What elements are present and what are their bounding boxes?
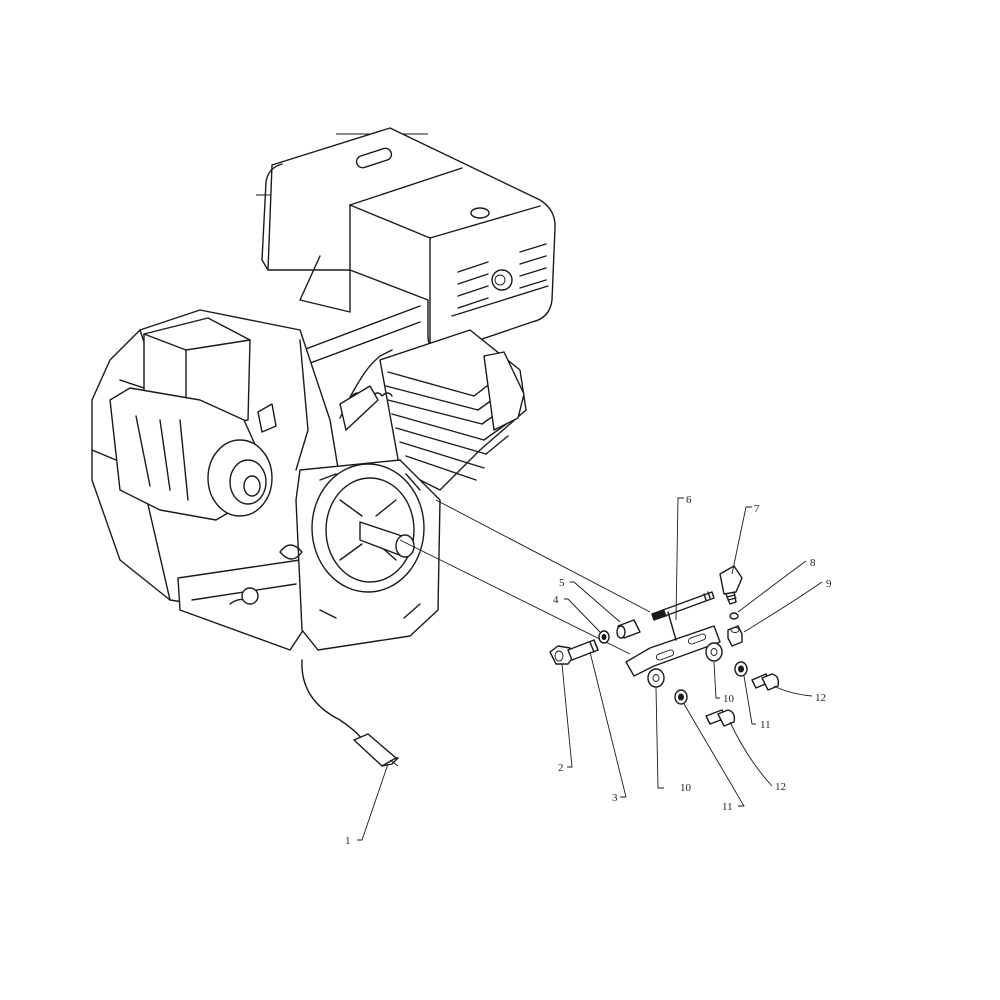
shutdown-cable (301, 659, 363, 741)
part-12-bolt-a (751, 673, 780, 691)
engine-assembly (91, 127, 556, 741)
callout-4: 4 (553, 594, 559, 606)
part-12-bolt-b (705, 709, 736, 727)
part-11-lockwasher-b (674, 689, 688, 705)
callout-12-a: 12 (815, 692, 826, 704)
callout-10-a: 10 (723, 693, 735, 705)
callout-10-b: 10 (680, 782, 692, 794)
cylinder-head-fins (379, 329, 527, 491)
part-11-lockwasher-a (734, 661, 748, 677)
part-5-spacer (616, 619, 641, 639)
parts (353, 565, 780, 767)
callout-8: 8 (810, 557, 816, 569)
callout-7: 7 (754, 503, 760, 515)
part-10-washer-a (705, 642, 723, 662)
assembly-guide-lines (399, 499, 651, 655)
callout-9: 9 (826, 578, 832, 590)
crankcase (91, 309, 441, 651)
callout-5: 5 (559, 577, 565, 589)
callout-11-b: 11 (722, 801, 733, 813)
part-8-washer (729, 612, 739, 620)
part-4-washer (598, 630, 610, 644)
callout-labels: 1 2 3 4 5 6 7 8 9 10 10 11 11 12 12 (345, 494, 832, 847)
part-9-nut (727, 625, 743, 647)
callout-6: 6 (686, 494, 692, 506)
callout-12-b: 12 (775, 781, 786, 793)
part-7-elbow (719, 565, 743, 605)
part-3-stud (567, 639, 599, 661)
part-6-bracket (625, 591, 721, 677)
callout-2: 2 (558, 762, 564, 774)
leader-lines (357, 497, 823, 841)
part-10-washer-b (647, 668, 665, 688)
callout-3: 3 (612, 792, 618, 804)
callout-11-a: 11 (760, 719, 771, 731)
air-cleaner (261, 127, 556, 353)
part-1-connector (353, 733, 399, 767)
callout-1: 1 (345, 835, 351, 847)
